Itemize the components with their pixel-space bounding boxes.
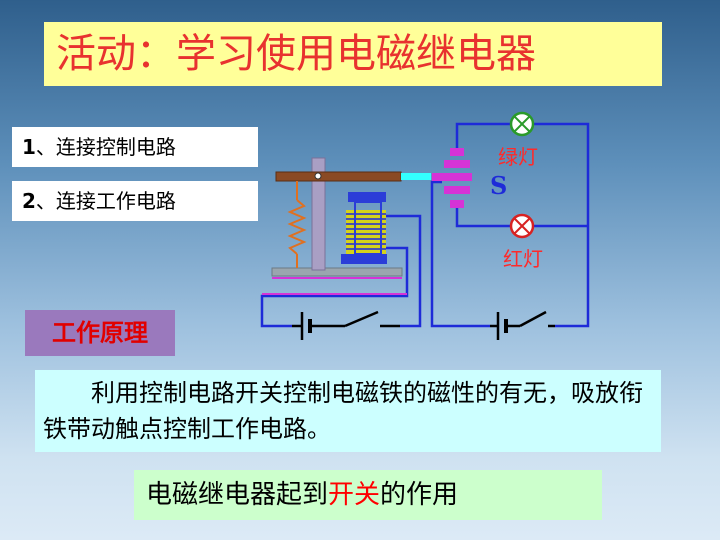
armature (275, 171, 402, 182)
control-circuit-wires (260, 214, 422, 328)
contact-bottom (450, 200, 464, 208)
green-lamp-label: 绿灯 (498, 145, 538, 169)
contact-upper (444, 160, 470, 168)
step-2-text: 、连接工作电路 (35, 189, 176, 213)
relay-frame (311, 157, 326, 271)
work-switch[interactable] (519, 310, 547, 328)
link-rod (401, 173, 431, 180)
step-1-label: 1、连接控制电路 (12, 127, 258, 167)
core-bottom (341, 254, 387, 264)
green-lamp-cross-b (513, 115, 531, 133)
red-lamp-cross-b (513, 217, 531, 235)
contact-lower (444, 186, 470, 194)
slide-title: 活动：学习使用电磁继电器 (44, 22, 662, 86)
relay-base (271, 267, 403, 277)
switch-s-label: S (490, 171, 507, 200)
conclusion-suffix: 的作用 (380, 480, 459, 510)
conclusion-text: 电磁继电器起到开关的作用 (134, 470, 602, 520)
coil-body (346, 210, 386, 254)
control-switch[interactable] (344, 310, 379, 328)
core-top (348, 192, 386, 202)
work-circuit-wires (430, 122, 590, 328)
armature-pivot (314, 172, 322, 180)
contact-top (450, 148, 464, 156)
step-2-number: 2 (22, 189, 36, 213)
contact-moving (432, 173, 472, 181)
step-1-text: 、连接控制电路 (35, 135, 176, 159)
step-2-label: 2、连接工作电路 (12, 181, 258, 221)
conclusion-prefix: 电磁继电器起到 (146, 480, 329, 510)
coil-windings (346, 213, 386, 250)
core-outline (354, 201, 382, 255)
principle-text: 利用控制电路开关控制电磁铁的磁性的有无，吸放衔铁带动触点控制工作电路。 (35, 370, 661, 452)
red-lamp-label: 红灯 (503, 247, 543, 271)
conclusion-highlight: 开关 (328, 480, 381, 510)
step-1-number: 1 (22, 135, 36, 159)
principle-heading: 工作原理 (25, 310, 175, 356)
spring (287, 199, 307, 255)
